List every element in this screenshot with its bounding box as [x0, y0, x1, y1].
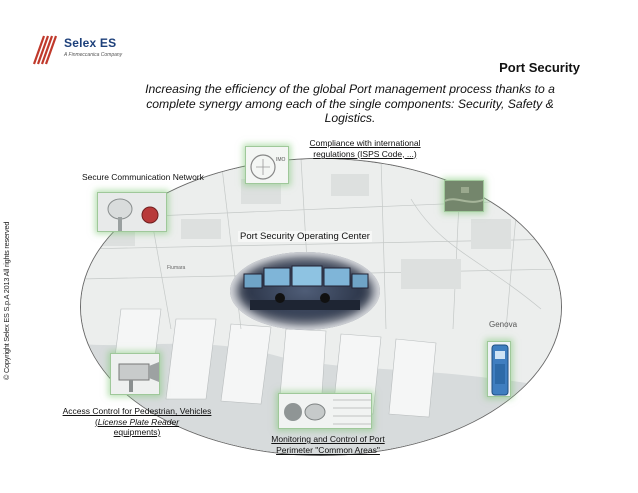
access-control-image [110, 353, 160, 395]
logo-name: Selex ES [64, 36, 117, 50]
map-label-genova: Genova [489, 320, 518, 329]
surveillance-map-image [444, 180, 484, 212]
imo-emblem-icon: IMO [250, 154, 286, 180]
copyright-notice: © Copyright Selex ES S.p.A 2013 All righ… [2, 221, 11, 380]
operating-center-image [230, 252, 380, 330]
access-control-text-italic: License Plate Reader [97, 416, 180, 427]
perimeter-sensor-icon [284, 399, 371, 425]
antenna-icon [107, 198, 159, 231]
secure-communication-image [97, 192, 167, 232]
svg-text:IMO: IMO [276, 157, 286, 163]
operating-center-title: Port Security Operating Center [238, 231, 372, 242]
page-subtitle: Increasing the efficiency of the global … [145, 82, 555, 125]
compliance-label: Compliance with international regulation… [309, 138, 421, 159]
compliance-image: IMO [245, 146, 289, 184]
access-control-text-suffix: equipments) [113, 427, 161, 437]
logo-tagline: A Finmeccanica Company [64, 52, 123, 58]
access-control-label: Access Control for Pedestrian, Vehicles … [62, 406, 212, 438]
field-device-image [487, 341, 511, 397]
page-title: Port Security [499, 60, 580, 75]
selex-logo-mark-icon [32, 35, 58, 65]
monitoring-label: Monitoring and Control of Port Perimeter… [271, 434, 385, 455]
terminal-device-icon [491, 344, 509, 396]
satellite-map-icon [445, 181, 483, 211]
monitoring-image [278, 393, 372, 429]
map-label-fiumara: Fiumara [167, 265, 186, 271]
selex-logo: Selex ES A Finmeccanica Company [30, 32, 140, 72]
camera-icon [118, 362, 159, 392]
secure-communication-label: Secure Communication Network [82, 172, 204, 182]
access-control-text-prefix: Access Control for Pedestrian, Vehicles … [62, 406, 212, 427]
